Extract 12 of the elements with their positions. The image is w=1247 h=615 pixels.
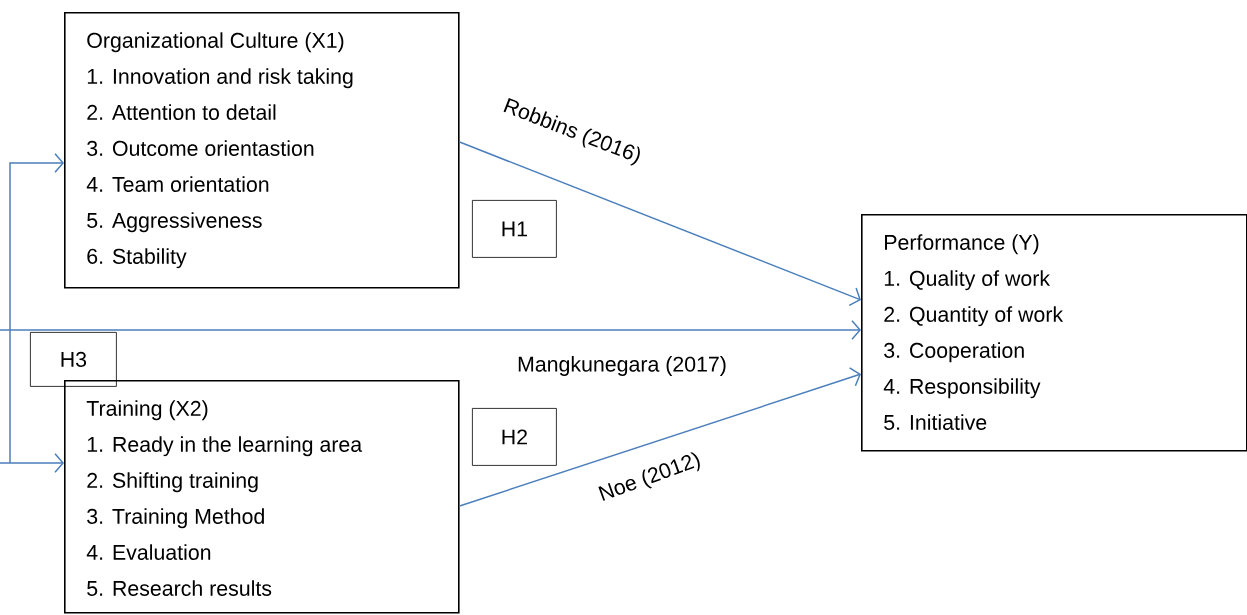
variable-box: Training (X2) 1. Ready in the learning area 2. Shifting training 3. Training Method 4. Evaluation 5. Research results [64, 380, 460, 614]
arrow [9, 152, 64, 331]
edge-label: Mangkunegara (2017) [518, 356, 726, 376]
hypothesis-box: H1 [472, 200, 557, 258]
hypothesis-box: H2 [472, 408, 557, 466]
variable-box: Performance (Y) 1. Quality of work 2. Quantity of work 3. Cooperation 4. Responsibility 5. Initiative [861, 214, 1247, 452]
arrow [0, 319, 861, 341]
variable-box: Organizational Culture (X1) 1. Innovation and risk taking 2. Attention to detail 3. Outcome orientastion 4. Team orientation 5. Aggressiveness 6. Stability [64, 12, 460, 289]
arrow [458, 141, 861, 307]
hypothesis-box: H3 [30, 332, 117, 387]
arrow [0, 329, 64, 474]
arrow [458, 367, 861, 507]
